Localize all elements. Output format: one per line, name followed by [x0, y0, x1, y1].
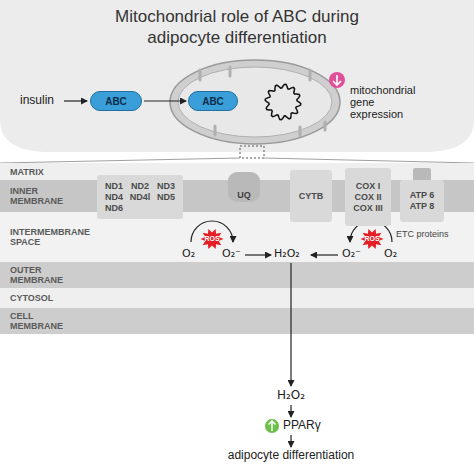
compartment-label: CYTOSOL: [10, 293, 53, 303]
node-text: ND3: [153, 181, 179, 192]
outcome-label: adipocyte differentiation: [228, 449, 355, 462]
factor-label: PPARγ: [283, 419, 321, 432]
diffusion-arrow: [290, 263, 291, 386]
membrane-band: CELL MEMBRANE: [0, 308, 474, 334]
down-icon-arrow: [333, 75, 341, 85]
node-text: ABC: [202, 96, 224, 107]
ros-burst: ROS: [360, 228, 384, 250]
insulin-arrow: [64, 100, 87, 101]
node-text: ATP 6: [410, 190, 435, 201]
outer-membrane-band: [0, 262, 474, 288]
ros-burst: ROS: [200, 228, 224, 250]
pathway-arrow: [290, 405, 291, 417]
node-text: ND5: [153, 192, 179, 203]
membrane-band: INNER MEMBRANE ND1ND2ND3ND4ND4lND5ND6 UQ CY…: [0, 180, 474, 212]
molecule-label: O₂: [182, 248, 195, 260]
complex-box: CYTB: [290, 170, 332, 222]
protein-pill: ABC: [188, 91, 238, 111]
group-label: ETC proteins: [396, 229, 449, 239]
translocation-arrow: [144, 100, 186, 101]
node-text: COX III: [353, 203, 383, 214]
complex-box: ND1ND2ND3ND4ND4lND5ND6: [97, 175, 183, 219]
reaction-arrow: [311, 254, 338, 255]
node-text: COX I: [356, 181, 381, 192]
node-text: CYTB: [299, 191, 324, 202]
mtdna-circle: [265, 84, 301, 120]
molecule-label: O₂: [384, 248, 397, 260]
compartment-band: CYTOSOL: [0, 288, 474, 308]
molecule-label: O₂⁻: [222, 248, 241, 260]
compartment-label: MATRIX: [10, 167, 44, 177]
node-text: ND4l: [127, 192, 153, 203]
zoom-lines: [0, 158, 474, 163]
mitochondrion-inner: [178, 67, 332, 137]
complex-box: COX ICOX IICOX III: [345, 168, 391, 226]
reaction-arrow: [245, 254, 271, 255]
protein-pill: ABC: [90, 91, 142, 111]
down-icon: [329, 72, 345, 88]
compartment-label: CELL MEMBRANE: [10, 311, 63, 331]
diagram-title: Mitochondrial role of ABC during adipocy…: [77, 6, 397, 48]
cristae: [200, 67, 325, 136]
molecule-label: H₂O₂: [277, 389, 305, 402]
up-icon: [265, 419, 279, 433]
effect-label: mitochondrial gene expression: [350, 84, 428, 120]
node-text: ND2: [127, 181, 153, 192]
compartment-label: OUTER MEMBRANE: [10, 265, 63, 285]
molecule-label: O₂⁻: [342, 248, 361, 260]
compartment-label: INTERMEMBRANE SPACE: [10, 227, 90, 247]
membrane-band: OUTER MEMBRANE: [0, 262, 474, 288]
input-label: insulin: [20, 94, 54, 107]
cell-region: [0, 0, 474, 152]
up-icon-arrow: [269, 421, 276, 431]
node-text: ATP 8: [410, 201, 435, 212]
node-text: ND6: [101, 203, 127, 214]
node-text: ROS: [204, 234, 219, 244]
node-text: ABC: [105, 96, 127, 107]
node-text: COX II: [354, 192, 381, 203]
pathway-arrow: [290, 435, 291, 447]
zoom-box: [240, 146, 264, 158]
ubiquinone-shape: UQ: [228, 172, 260, 202]
mitochondrion-outer: [170, 60, 340, 144]
node-text: ND4: [101, 192, 127, 203]
compartment-label: INNER MEMBRANE: [10, 186, 63, 206]
burst-shape: [361, 229, 384, 249]
node-text: UQ: [237, 190, 251, 200]
molecule-label: H₂O₂: [274, 248, 300, 260]
cell-membrane-band: [0, 308, 474, 334]
node-text: ND1: [101, 181, 127, 192]
complex-box: ATP 6ATP 8: [400, 180, 444, 222]
node-text: ROS: [364, 234, 379, 244]
burst-shape: [201, 229, 224, 249]
cytosol-band: [0, 288, 474, 308]
